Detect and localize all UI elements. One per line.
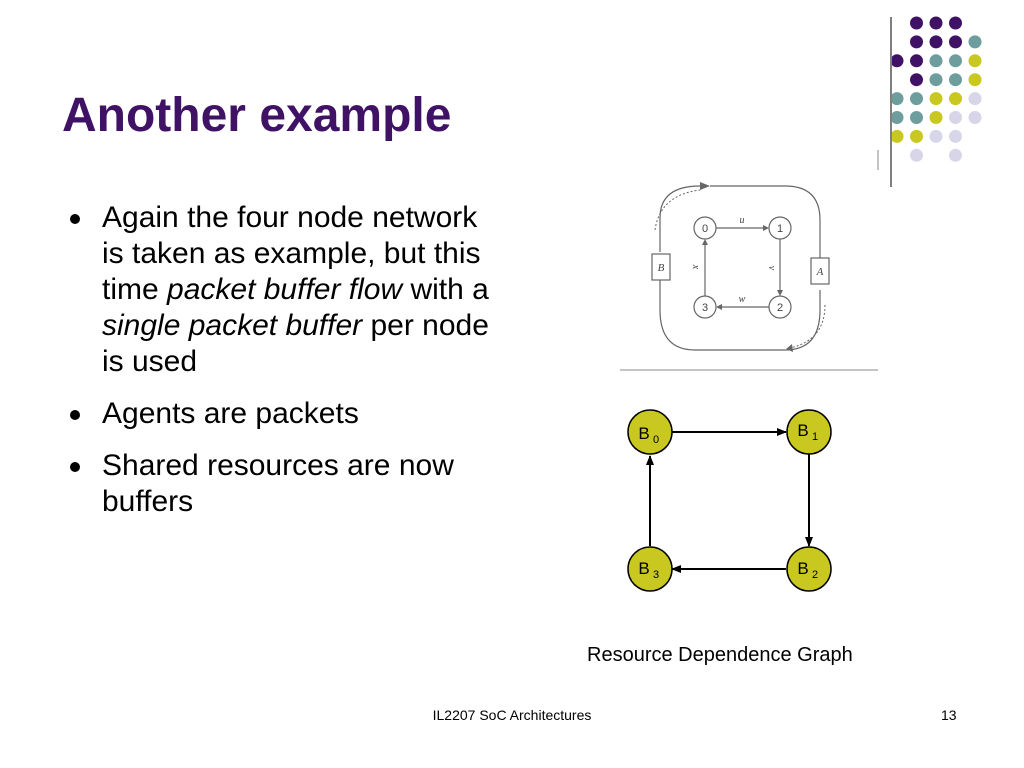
bullet-dot-icon <box>70 214 80 224</box>
decorative-dot <box>929 35 943 49</box>
svg-text:1: 1 <box>812 431 818 443</box>
edge-label: w <box>739 294 746 305</box>
decorative-dot <box>968 35 982 49</box>
footer-text: IL2207 SoC Architectures <box>432 707 592 723</box>
decorative-dot <box>929 54 943 68</box>
decorative-dot <box>910 73 923 87</box>
decorative-dot <box>929 111 943 124</box>
emphasis-text: packet buffer flow <box>167 273 403 306</box>
decorative-dot <box>910 111 923 124</box>
decorative-dot <box>910 92 923 106</box>
bullet-text: Again the four node network is taken as … <box>102 201 481 306</box>
svg-text:0: 0 <box>653 434 659 446</box>
bullet-dot-icon <box>70 410 80 420</box>
decorative-dot <box>929 16 943 30</box>
bullet-item: Shared resources are now buffers <box>70 448 490 520</box>
graph-node: B 0 <box>627 409 673 455</box>
decorative-dot <box>929 73 943 87</box>
bullet-text: Shared resources are now buffers <box>102 449 454 518</box>
agent-box: B <box>651 253 671 281</box>
graph-node: B 1 <box>786 409 832 455</box>
decorative-dot <box>949 16 962 30</box>
decorative-dot <box>949 73 962 87</box>
decorative-dot <box>910 148 923 162</box>
decorative-dot <box>929 129 943 143</box>
agent-box: A <box>810 257 830 285</box>
bullet-text: with a <box>402 273 489 306</box>
svg-text:B: B <box>658 262 665 274</box>
svg-text:0: 0 <box>702 223 708 235</box>
decorative-dot <box>890 92 904 106</box>
decorative-dot <box>949 129 962 143</box>
decorative-dot <box>890 111 904 124</box>
decorative-dot <box>890 54 904 68</box>
edge-label: x <box>690 264 701 270</box>
svg-text:3: 3 <box>702 302 708 314</box>
decorative-dot <box>968 54 982 68</box>
network-node: 3 <box>693 295 717 319</box>
decorative-dot <box>968 73 982 87</box>
emphasis-text: single packet buffer <box>102 309 363 342</box>
network-node: 1 <box>768 216 792 240</box>
bullet-item: Agents are packets <box>70 396 490 432</box>
bullet-item: Again the four node network is taken as … <box>70 200 490 380</box>
bullet-dot-icon <box>70 462 80 472</box>
svg-text:B: B <box>797 559 808 578</box>
network-figure: 0 1 2 3 u v w x B A <box>620 150 879 371</box>
svg-text:3: 3 <box>653 569 659 581</box>
decorative-dot <box>949 148 962 162</box>
decorative-dot <box>890 129 904 143</box>
graph-node: B 3 <box>627 546 673 592</box>
page-number: 13 <box>941 707 957 723</box>
svg-text:2: 2 <box>812 569 818 581</box>
decorative-dot <box>910 54 923 68</box>
decorative-dot <box>949 54 962 68</box>
graph-caption: Resource Dependence Graph <box>587 644 853 666</box>
svg-text:A: A <box>816 266 824 278</box>
svg-text:B: B <box>797 421 808 440</box>
bullet-list: Again the four node network is taken as … <box>70 200 490 536</box>
decorative-dot <box>968 92 982 106</box>
decorative-dot <box>910 16 923 30</box>
network-node: 2 <box>768 295 792 319</box>
decorative-dot <box>949 111 962 124</box>
slide-title: Another example <box>62 89 452 142</box>
svg-text:B: B <box>638 559 649 578</box>
decorative-dot <box>968 111 982 124</box>
bullet-text: per node is used <box>102 309 489 378</box>
vertical-divider <box>890 17 892 187</box>
graph-node: B 2 <box>786 546 832 592</box>
bullet-text: Agents are packets <box>102 397 359 430</box>
decorative-dot <box>910 129 923 143</box>
resource-dependence-graph: B 0 B 1 B 2 B 3 <box>627 409 832 592</box>
edge-label: v <box>766 266 777 271</box>
edge-label: u <box>740 215 745 226</box>
decorative-dot <box>929 92 943 106</box>
decorative-dot <box>949 35 962 49</box>
decorative-dot-grid <box>890 16 982 162</box>
decorative-dot <box>910 35 923 49</box>
svg-text:B: B <box>638 424 649 443</box>
svg-text:1: 1 <box>777 223 783 235</box>
decorative-dot <box>949 92 962 106</box>
svg-text:2: 2 <box>777 302 783 314</box>
network-node: 0 <box>693 216 717 240</box>
